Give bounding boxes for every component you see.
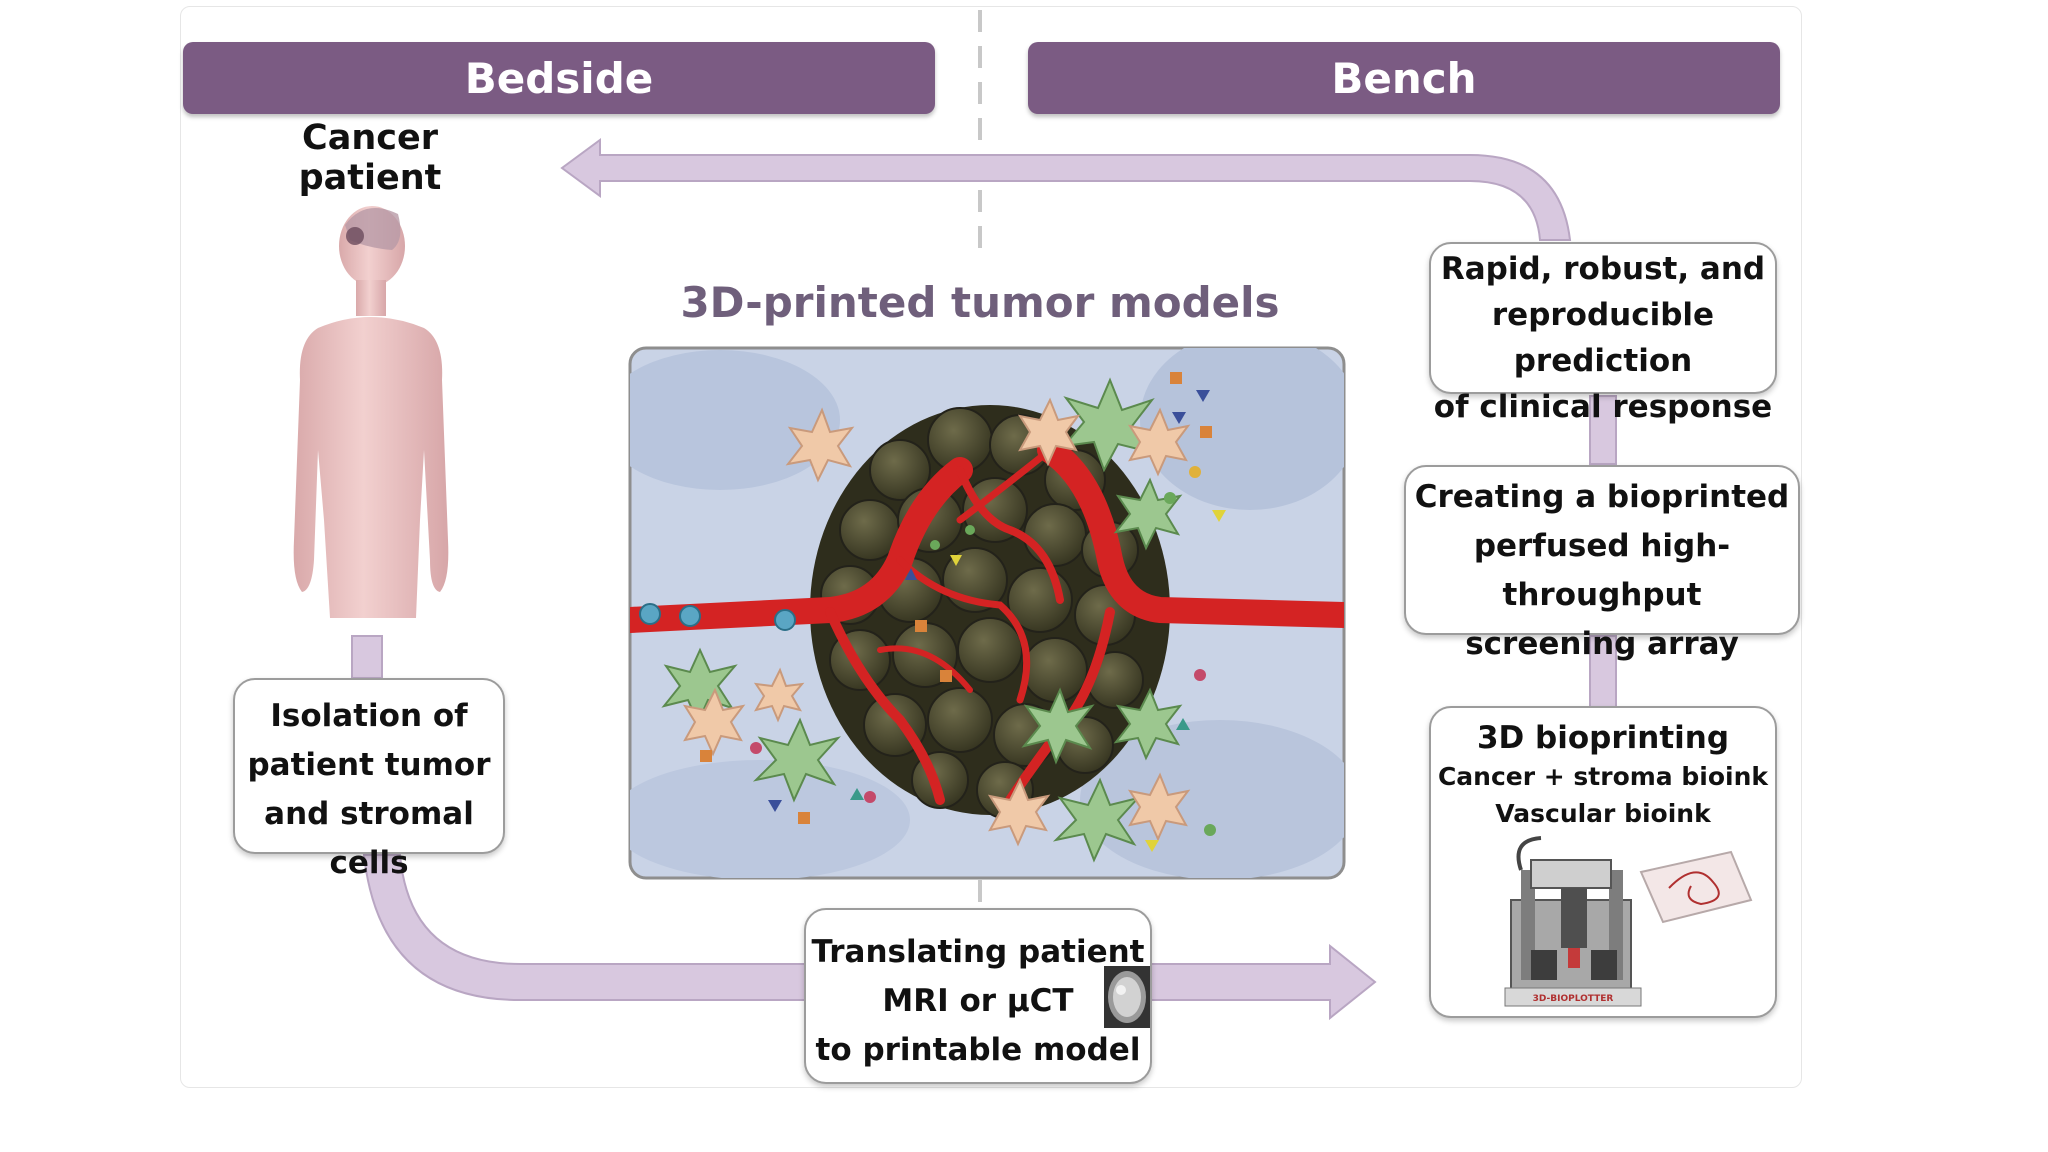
center-title: 3D-printed tumor models bbox=[680, 278, 1280, 327]
printer-label: 3D-BIOPLOTTER bbox=[1533, 994, 1614, 1004]
bioprinting-box: 3D bioprinting Cancer + stroma bioink Va… bbox=[1429, 706, 1777, 1018]
patient-connector bbox=[351, 635, 383, 679]
bedside-label: Bedside bbox=[464, 53, 654, 103]
prediction-box: Rapid, robust, and reproducible predicti… bbox=[1429, 242, 1777, 425]
isolation-box: Isolation of patient tumor and stromal c… bbox=[233, 678, 505, 881]
bioprinting-line1: Cancer + stroma bioink bbox=[1437, 762, 1769, 791]
prediction-text: Rapid, robust, and reproducible predicti… bbox=[1433, 251, 1773, 425]
bedside-banner: Bedside bbox=[183, 42, 935, 114]
brain-scan-icon bbox=[1104, 966, 1150, 1028]
screening-array-text: Creating a bioprinted perfused high-thro… bbox=[1414, 479, 1790, 662]
screening-array-box: Creating a bioprinted perfused high-thro… bbox=[1404, 465, 1800, 662]
isolation-text: Isolation of patient tumor and stromal c… bbox=[247, 698, 491, 881]
bioprinting-line2: Vascular bioink bbox=[1495, 799, 1711, 828]
bench-banner: Bench bbox=[1028, 42, 1780, 114]
bioprinter-icon: 3D-BIOPLOTTER bbox=[1504, 836, 1753, 1007]
connector-bar-1 bbox=[1589, 395, 1617, 465]
translating-box: Translating patient MRI or µCT to printa… bbox=[804, 908, 1152, 1084]
bioprinting-title: 3D bioprinting bbox=[1476, 720, 1730, 756]
patient-label: Cancer patient bbox=[298, 118, 442, 198]
return-arrow bbox=[560, 138, 1572, 241]
bench-label: Bench bbox=[1331, 53, 1477, 103]
translating-text: Translating patient MRI or µCT to printa… bbox=[811, 934, 1145, 1068]
